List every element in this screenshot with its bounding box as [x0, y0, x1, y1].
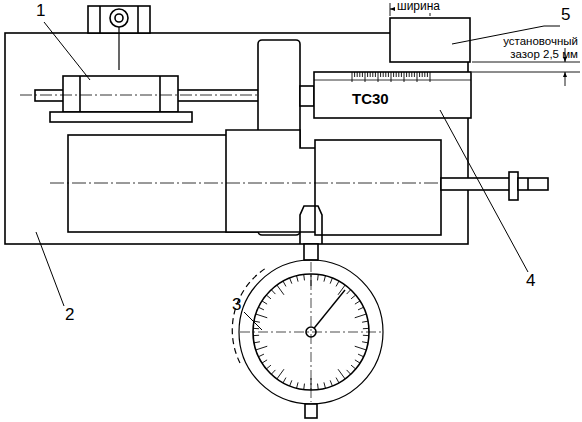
dimension-label: установочный зазор 2,5 мм — [482, 35, 578, 60]
dial-tick — [336, 378, 339, 383]
dial-tick — [283, 378, 286, 383]
scale-tick — [430, 72, 431, 82]
scale-tick — [365, 72, 366, 82]
dial-tick — [266, 295, 271, 299]
scale-tick — [380, 72, 381, 77]
scale-tick — [352, 72, 353, 82]
scale-tick — [354, 72, 355, 77]
dial-tick — [297, 276, 298, 282]
dial-tick — [363, 328, 369, 329]
callout-number: 2 — [65, 306, 74, 325]
callout-number: 3 — [232, 296, 241, 315]
dial-tick — [358, 354, 363, 357]
dial-tick — [363, 335, 369, 336]
dial-tick — [254, 321, 260, 322]
scale-tick — [393, 72, 394, 77]
scale-tick — [398, 72, 399, 77]
gauge-cylinder — [300, 72, 471, 118]
scale-tick — [406, 72, 407, 77]
dial-tick — [347, 370, 351, 374]
top-bracket — [88, 6, 150, 70]
scale-tick — [383, 72, 384, 77]
dial-tick — [324, 382, 325, 388]
dial-tick — [283, 281, 286, 286]
dial-tick — [262, 301, 267, 304]
dial-tick — [256, 346, 267, 350]
dial-tick — [351, 365, 356, 369]
dial-tick — [253, 328, 259, 329]
dial-tick — [330, 278, 332, 284]
dial-tick — [277, 285, 284, 295]
dial-tick — [259, 307, 264, 310]
scale-tick — [427, 72, 428, 77]
callout-number: 5 — [561, 6, 570, 25]
lower-cylinders — [50, 130, 548, 235]
dial-tick — [317, 384, 319, 390]
dial-tick — [303, 274, 305, 280]
dial-tick — [336, 281, 339, 286]
scale-tick — [362, 72, 363, 77]
dial-tick — [355, 314, 366, 318]
dial-tick — [271, 290, 275, 294]
dial-tick — [266, 365, 271, 369]
callout-number: 4 — [526, 272, 535, 291]
dial-tick — [338, 369, 345, 379]
scale-tick — [417, 72, 418, 82]
dial-tick — [355, 360, 360, 363]
scale-tick — [424, 72, 425, 77]
part-marking: ТС30 — [352, 91, 389, 108]
dial-tick — [317, 274, 319, 280]
dial-tick — [271, 370, 275, 374]
dial-tick — [355, 346, 366, 350]
dial-tick — [303, 384, 305, 390]
dial-tick — [330, 380, 332, 386]
scale-tick — [391, 72, 392, 82]
scale-tick — [411, 72, 412, 77]
scale-tick — [378, 72, 379, 82]
dial-tick — [290, 278, 292, 284]
dial-tick — [362, 342, 368, 343]
dial-tick — [253, 335, 259, 336]
scale-tick — [388, 72, 389, 77]
scale-tick — [359, 72, 360, 77]
dial-tick — [358, 307, 363, 310]
dial-tick — [262, 360, 267, 363]
scale-tick — [372, 72, 373, 77]
dial-tick — [324, 276, 325, 282]
scale-tick — [370, 72, 371, 77]
scale-tick — [419, 72, 420, 77]
dial-tick — [355, 301, 360, 304]
scale-tick — [414, 72, 415, 77]
scale-tick — [409, 72, 410, 77]
dial-indicator — [232, 206, 383, 418]
dimension-label: ширина — [395, 0, 442, 13]
dial-tick — [290, 380, 292, 386]
dial-tick — [256, 314, 267, 318]
block-5 — [390, 18, 470, 62]
callout-number: 1 — [36, 2, 45, 21]
dial-tick — [259, 354, 264, 357]
leader-lines — [36, 22, 560, 330]
scale-tick — [396, 72, 397, 77]
dial-tick — [254, 342, 260, 343]
dial-tick — [351, 295, 356, 299]
scale-tick — [385, 72, 386, 77]
base-frame — [5, 33, 468, 244]
scale-tick — [367, 72, 368, 77]
dial-tick — [277, 369, 284, 379]
scale-tick — [357, 72, 358, 77]
dial-tick — [347, 290, 351, 294]
scale-tick — [375, 72, 376, 77]
scale-tick — [422, 72, 423, 77]
dial-tick — [297, 382, 298, 388]
dial-tick — [362, 321, 368, 322]
scale-tick — [401, 72, 402, 77]
scale-tick — [404, 72, 405, 82]
